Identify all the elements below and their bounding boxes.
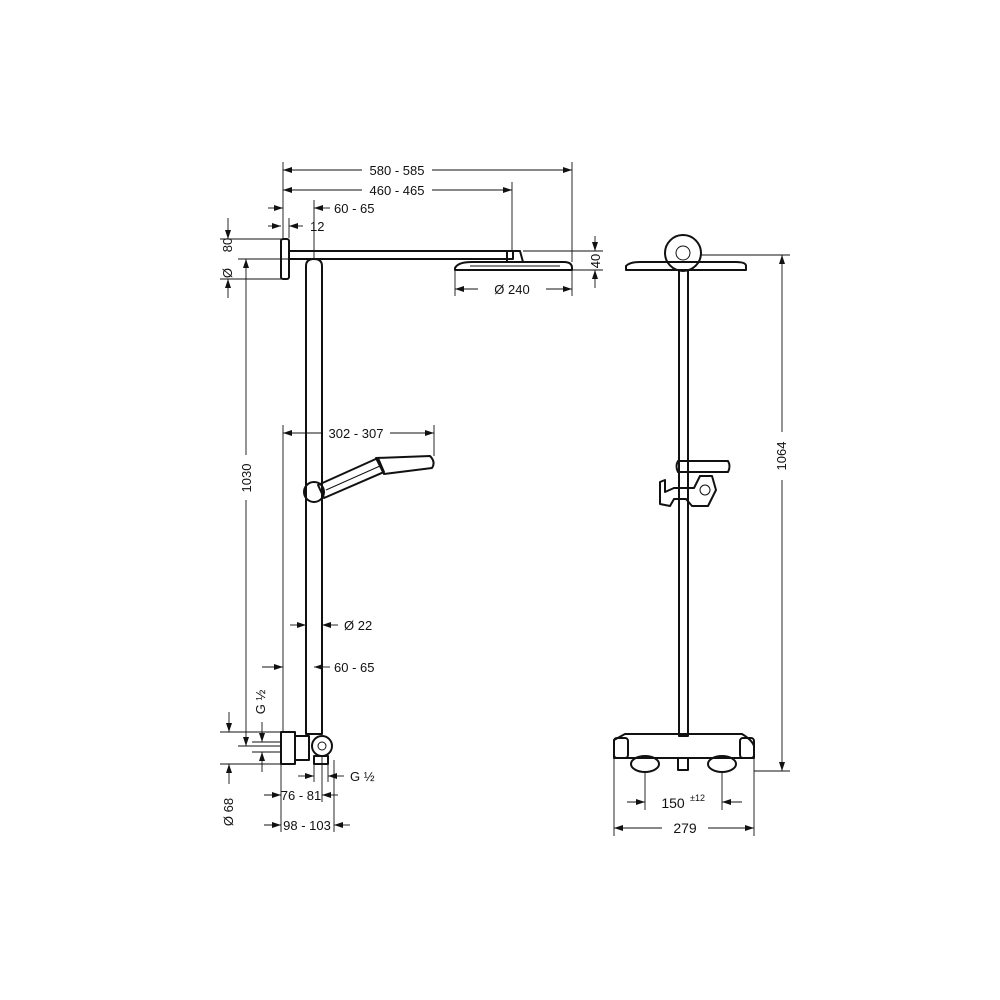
valve-outlet <box>313 755 329 765</box>
overhead-shower-head-front <box>625 261 747 271</box>
dim-mixer-width: 279 <box>613 758 755 836</box>
dim-head-height: 40 <box>523 236 603 288</box>
dim-valve-total-depth: 98 - 103 <box>264 818 350 833</box>
dim-hand-shower-reach: 302 - 307 <box>282 425 435 732</box>
head-diameter-label: Ø 240 <box>494 282 529 297</box>
dim-overall-width: 580 - 585 <box>282 162 573 262</box>
hand-shower-handle <box>317 457 385 499</box>
valve-knob-center <box>317 741 327 751</box>
dim-wall-offset-bottom: 60 - 65 <box>262 660 374 675</box>
head-connector <box>506 250 524 263</box>
hand-shower-reach-label: 302 - 307 <box>329 426 384 441</box>
rail-diameter-label: Ø 22 <box>344 618 372 633</box>
total-height-side-label: 1030 <box>239 464 254 493</box>
wall-offset-bottom-label: 60 - 65 <box>334 660 374 675</box>
arm-mount-disc <box>664 234 702 272</box>
wall-offset-top-label: 60 - 65 <box>334 201 374 216</box>
riser-pipe <box>305 258 323 735</box>
flange-diameter-symbol: Ø <box>220 268 235 278</box>
dim-inlet-spacing: 150 ±12 <box>627 772 742 811</box>
dim-flange-height: 80 Ø <box>220 218 281 298</box>
valve-body <box>294 735 310 761</box>
dim-head-diameter: Ø 240 <box>454 270 573 297</box>
mixer-width-label: 279 <box>673 820 697 836</box>
front-view: 1064 150 ±12 279 <box>613 234 790 836</box>
arm-length-label: 460 - 465 <box>370 183 425 198</box>
dim-valve-depth: 76 - 81 <box>264 756 338 832</box>
valve-wall-plate <box>280 731 296 765</box>
head-height-label: 40 <box>588 254 603 268</box>
side-view: 580 - 585 460 - 465 60 - 65 1 <box>220 162 603 833</box>
shower-arm <box>288 250 514 260</box>
mixer-right-knob <box>739 737 755 759</box>
inlet-spacing-tolerance: ±12 <box>690 793 705 803</box>
inlet-spacing-label: 150 <box>661 795 685 811</box>
dim-rail-diameter: Ø 22 <box>290 618 372 633</box>
valve-diameter-label: Ø 68 <box>221 798 236 826</box>
inlet-thread-left-label: G ½ <box>253 690 268 715</box>
valve-total-depth-label: 98 - 103 <box>283 818 331 833</box>
dim-arm-length: 460 - 465 <box>283 182 513 250</box>
flange-height-label: 80 <box>220 238 235 252</box>
dim-total-height-side: 1030 <box>238 258 306 747</box>
dim-total-height-front: 1064 <box>701 254 790 772</box>
riser-pipe-front <box>678 269 689 737</box>
mixer-left-knob <box>613 737 629 759</box>
dim-valve-diameter: Ø 68 <box>220 712 281 826</box>
dim-inlet-thread-left: G ½ <box>252 690 281 772</box>
dim-wall-offset-top: 60 - 65 <box>268 200 374 258</box>
dim-inlet-thread-bottom: G ½ <box>298 764 375 784</box>
dim-flange-thickness: 12 <box>268 218 324 238</box>
hand-shower-slider <box>659 475 717 507</box>
mixer-outlet <box>677 757 689 771</box>
thermostat-mixer <box>613 733 755 759</box>
overhead-shower-head <box>454 261 573 271</box>
hand-shower-tray <box>675 460 731 473</box>
inlet-thread-bottom-label: G ½ <box>350 769 375 784</box>
slider-knob <box>699 484 711 496</box>
total-height-front-label: 1064 <box>774 442 789 471</box>
arm-mount-inner <box>675 245 691 261</box>
flange-thickness-label: 12 <box>310 219 324 234</box>
valve-depth-label: 76 - 81 <box>281 788 321 803</box>
hand-shower-head <box>375 455 435 475</box>
valve-knob <box>311 735 333 757</box>
hand-shower-detail <box>325 465 381 491</box>
overall-width-label: 580 - 585 <box>370 163 425 178</box>
hand-shower-holder <box>303 481 325 503</box>
